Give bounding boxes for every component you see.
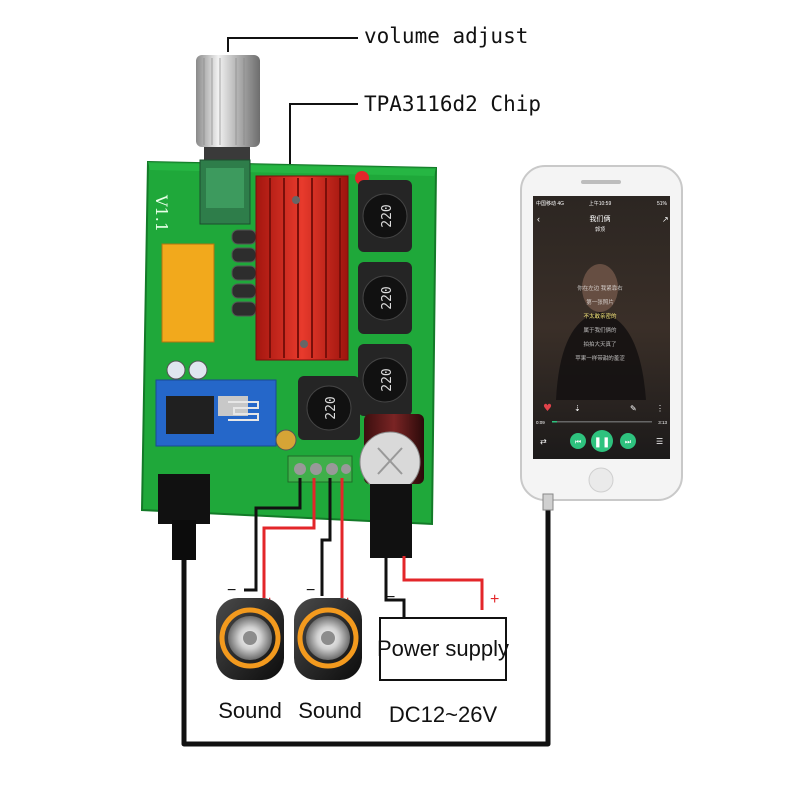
lyric-line: 你在左边 我紧靠右 xyxy=(577,284,623,292)
speaker-left-minus: − xyxy=(227,582,236,599)
power-supply-label: Power supply xyxy=(377,636,509,661)
volume-adjust-label: volume adjust xyxy=(364,24,528,48)
song-title: 我们俩 xyxy=(590,214,611,223)
inductor: 220 xyxy=(358,344,412,416)
speaker-left-label: Sound xyxy=(218,698,282,723)
power-supply: − + Power supply DC12~26V xyxy=(377,589,509,727)
svg-text:220: 220 xyxy=(380,204,395,227)
svg-text:220: 220 xyxy=(380,286,395,309)
prev-icon: ⏮ xyxy=(575,439,581,446)
power-plus: + xyxy=(490,591,499,608)
svg-text:220: 220 xyxy=(324,396,339,419)
capacitor xyxy=(166,360,186,380)
lyric-line-current: 不太敢亲密的 xyxy=(583,312,617,320)
next-icon: ⏭ xyxy=(625,439,632,446)
speaker-left-wires xyxy=(244,478,316,598)
lyric-line: 属于我们俩的 xyxy=(583,326,617,334)
next-button[interactable] xyxy=(620,433,636,449)
headphone-plug xyxy=(542,493,554,511)
status-carrier: 中国移动 4G xyxy=(536,200,564,207)
progress-track[interactable] xyxy=(552,421,652,423)
resistor-array xyxy=(231,229,257,317)
progress-fill xyxy=(552,421,557,423)
board-version-label: V1.1 xyxy=(152,194,171,232)
lyrics-list: 你在左边 我紧靠右 第一张照片 不太敢亲密的 属于我们俩的 拍拍大天真了 苹果一… xyxy=(575,284,625,362)
volume-knob[interactable] xyxy=(196,55,260,225)
smartphone: 中国移动 4G 上午10:59 51% ‹ 我们俩 郭顶 ↗ 你在左边 我紧靠右… xyxy=(520,165,683,511)
speaker-right-wires xyxy=(320,478,344,598)
time-elapsed: 0:09 xyxy=(536,420,545,425)
aux-audio-cable xyxy=(181,500,551,747)
amplifier-board: V1.1 xyxy=(140,55,438,560)
audio-input-jack xyxy=(158,474,210,560)
dc-power-jack xyxy=(370,484,412,558)
speaker-terminal-block xyxy=(287,455,353,483)
electrolytic-capacitor xyxy=(359,414,424,493)
speaker-left: − + Sound xyxy=(216,582,284,723)
capacitor xyxy=(188,360,208,380)
speaker-right-label: Sound xyxy=(298,698,362,723)
playlist-icon[interactable]: ☰ xyxy=(656,437,663,446)
home-button[interactable] xyxy=(588,467,614,493)
pause-icon: ❚❚ xyxy=(594,437,611,448)
voltage-label: DC12~26V xyxy=(389,702,498,727)
speaker-right: − + Sound xyxy=(294,582,362,723)
inductor: 220 xyxy=(298,376,360,440)
share-icon[interactable]: ↗ xyxy=(662,215,669,224)
status-time: 上午10:59 xyxy=(589,200,612,207)
power-minus: − xyxy=(386,589,395,606)
lyric-line: 苹果一样带甜的羞涩 xyxy=(575,354,625,362)
relay-component xyxy=(161,243,215,343)
bluetooth-module xyxy=(155,379,277,447)
tpa3116d2-chip-heatsink xyxy=(255,175,349,361)
inductor: 220 xyxy=(358,262,412,334)
back-icon[interactable]: ‹ xyxy=(537,214,540,224)
phone-screen: 中国移动 4G 上午10:59 51% ‹ 我们俩 郭顶 ↗ 你在左边 我紧靠右… xyxy=(533,196,670,459)
comment-icon[interactable]: ✎ xyxy=(630,404,637,413)
prev-button[interactable] xyxy=(570,433,586,449)
play-pause-button[interactable] xyxy=(591,430,613,452)
lyric-line: 拍拍大天真了 xyxy=(583,340,616,348)
shuffle-icon[interactable]: ⇄ xyxy=(540,437,547,446)
svg-text:220: 220 xyxy=(380,368,395,391)
like-heart-icon[interactable]: ♥ xyxy=(543,403,552,414)
inductor: 220 xyxy=(358,180,412,252)
lyric-line: 第一张照片 xyxy=(586,298,614,306)
power-wires xyxy=(384,556,484,618)
volume-callout-line xyxy=(227,37,358,52)
download-icon[interactable]: ⇣ xyxy=(574,404,581,413)
status-battery: 51% xyxy=(657,201,668,207)
time-total: 3:13 xyxy=(658,420,667,425)
chip-label: TPA3116d2 Chip xyxy=(364,92,541,116)
artist-name: 郭顶 xyxy=(595,226,605,233)
speaker-right-minus: − xyxy=(306,582,315,599)
more-icon[interactable]: ⋮ xyxy=(656,404,664,413)
chip-callout-line xyxy=(289,103,358,185)
capacitor xyxy=(275,429,297,451)
